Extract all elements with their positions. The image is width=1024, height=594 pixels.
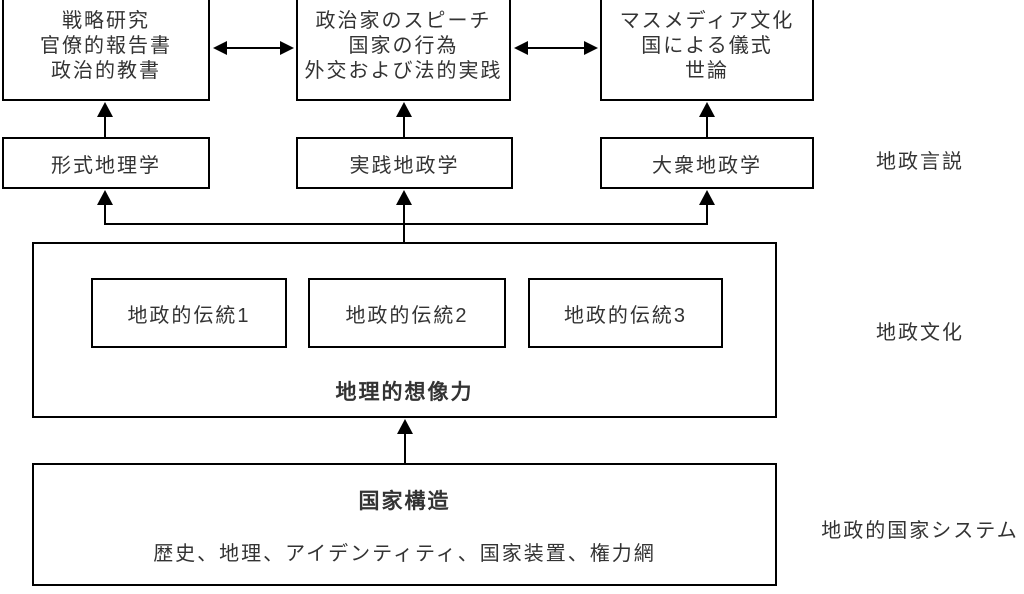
box-popular-geopolitics-label: 大衆地政学 xyxy=(652,154,762,177)
box-strategic-studies-line1: 戦略研究 xyxy=(62,10,150,32)
arrowhead-up-icon xyxy=(699,190,715,205)
box-formal-geography: 形式地理学 xyxy=(2,137,210,189)
box-mass-media-culture: マスメディア文化 国による儀式 世論 xyxy=(600,0,814,101)
arrowhead-up-icon xyxy=(97,102,113,117)
arrow-shaft xyxy=(104,203,106,225)
box-strategic-studies-line2: 官僚的報告書 xyxy=(40,35,172,57)
box-state-structure: 国家構造 歴史、地理、アイデンティティ、国家装置、権力網 xyxy=(32,463,777,586)
box-geopolitical-tradition-2: 地政的伝統2 xyxy=(308,278,506,348)
box-practical-geopolitics: 実践地政学 xyxy=(296,137,513,189)
label-geopolitical-state-system: 地政的国家システム xyxy=(821,520,1019,542)
arrowhead-up-icon xyxy=(397,419,413,434)
arrow-shaft xyxy=(706,115,708,139)
state-structure-subtitle: 歴史、地理、アイデンティティ、国家装置、権力網 xyxy=(153,543,656,565)
arrow-shaft xyxy=(706,203,708,225)
box-popular-geopolitics: 大衆地政学 xyxy=(600,137,814,189)
arrowhead-left-icon xyxy=(213,41,227,55)
arrowhead-right-icon xyxy=(280,41,294,55)
box-geopolitical-tradition-1: 地政的伝統1 xyxy=(91,278,287,348)
box-strategic-studies: 戦略研究 官僚的報告書 政治的教書 xyxy=(2,0,210,101)
geographical-imagination-label: 地理的想像力 xyxy=(335,381,474,404)
box-statesmen-speeches-line3: 外交および法的実践 xyxy=(304,60,503,82)
arrowhead-up-icon xyxy=(396,102,412,117)
arrowhead-right-icon xyxy=(584,41,598,55)
connector-horizontal-line xyxy=(104,223,708,225)
double-arrow-right-icon xyxy=(514,41,598,55)
arrow-shaft xyxy=(403,203,405,242)
box-statesmen-speeches-line2: 国家の行為 xyxy=(348,35,459,57)
arrowhead-up-icon xyxy=(699,102,715,117)
box-mass-media-culture-line1: マスメディア文化 xyxy=(619,10,795,32)
arrowhead-left-icon xyxy=(514,41,528,55)
box-statesmen-speeches: 政治家のスピーチ 国家の行為 外交および法的実践 xyxy=(296,0,511,101)
box-mass-media-culture-line2: 国による儀式 xyxy=(641,35,773,57)
arrow-shaft xyxy=(104,115,106,139)
arrowhead-up-icon xyxy=(396,190,412,205)
label-geopolitical-discourse: 地政言説 xyxy=(876,151,964,173)
tradition-3-label: 地政的伝統3 xyxy=(563,304,688,327)
tradition-1-label: 地政的伝統1 xyxy=(127,304,251,327)
box-statesmen-speeches-line1: 政治家のスピーチ xyxy=(315,10,492,32)
arrow-shaft xyxy=(223,47,284,49)
box-formal-geography-label: 形式地理学 xyxy=(51,154,161,177)
arrow-shaft xyxy=(403,115,405,139)
state-structure-title: 国家構造 xyxy=(358,490,451,513)
double-arrow-left-icon xyxy=(213,41,294,55)
arrow-shaft xyxy=(404,432,406,463)
box-mass-media-culture-line3: 世論 xyxy=(685,60,729,82)
box-geopolitical-tradition-3: 地政的伝統3 xyxy=(528,278,723,348)
label-geopolitical-culture: 地政文化 xyxy=(876,322,964,344)
tradition-2-label: 地政的伝統2 xyxy=(345,304,469,327)
box-practical-geopolitics-label: 実践地政学 xyxy=(349,154,460,177)
arrowhead-up-icon xyxy=(97,190,113,205)
arrow-shaft xyxy=(524,47,588,49)
box-strategic-studies-line3: 政治的教書 xyxy=(51,60,161,82)
box-geopolitical-culture: 地政的伝統1 地政的伝統2 地政的伝統3 地理的想像力 xyxy=(32,242,777,418)
